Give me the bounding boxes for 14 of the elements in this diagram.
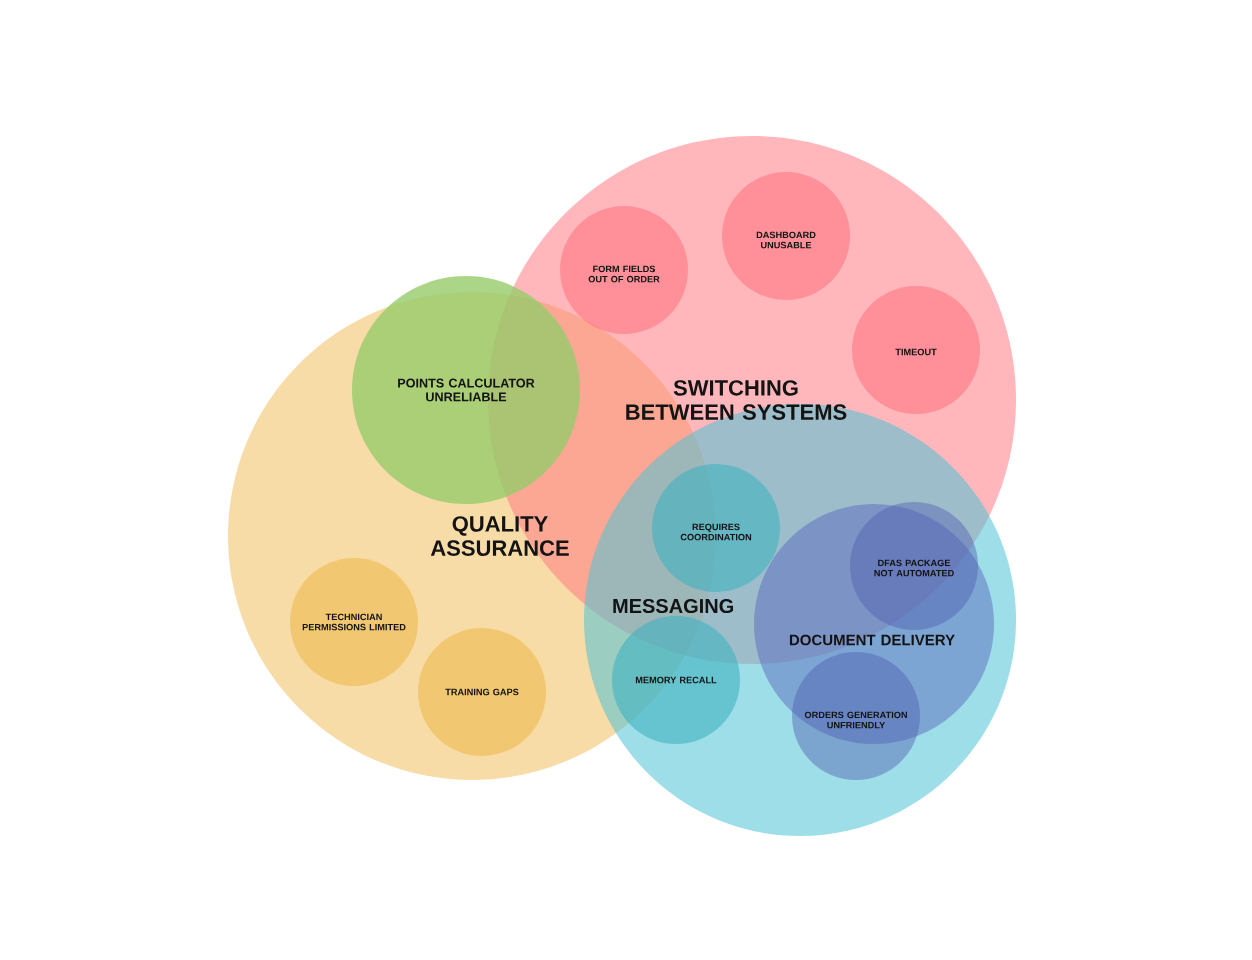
issue-circle — [852, 286, 980, 414]
issue-circle — [352, 276, 580, 504]
issue-circle — [560, 206, 688, 334]
issue-circle — [792, 652, 920, 780]
issue-circle — [722, 172, 850, 300]
issue-circle — [290, 558, 418, 686]
issue-circle — [612, 616, 740, 744]
topic-circle — [584, 404, 1016, 836]
topic-label: QUALITY ASSURANCE — [430, 516, 569, 556]
issue-circle — [652, 464, 780, 592]
issue-circle — [850, 502, 978, 630]
issue-circle — [418, 628, 546, 756]
topic-label: MESSAGING — [613, 598, 733, 614]
topic-label: SWITCHING BETWEEN SYSTEMS — [626, 380, 847, 420]
